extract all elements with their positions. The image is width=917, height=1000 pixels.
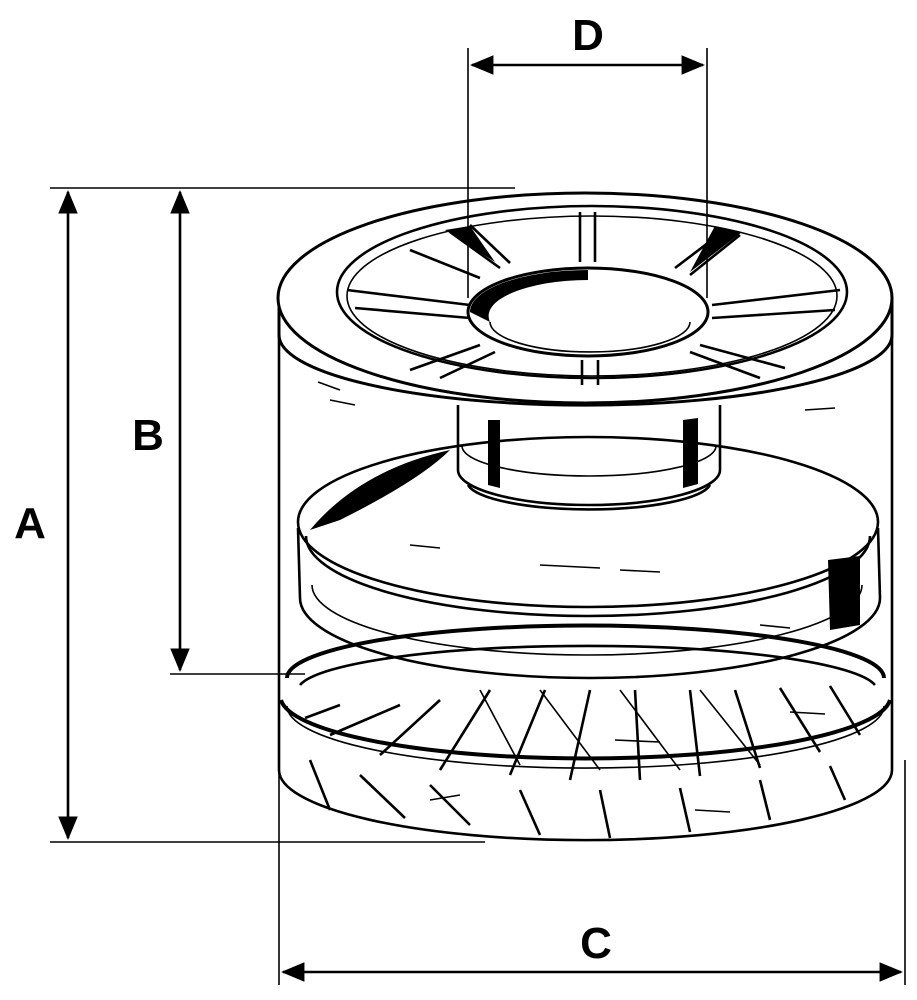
dimension-d-label: D [572,11,604,60]
bottom-vanes [304,685,862,839]
dimension-c-label: C [580,919,612,968]
dimension-b-label: B [132,411,164,460]
inner-tray [296,418,882,680]
dimension-a-label: A [14,499,46,548]
top-cap [276,191,894,407]
texture-marks [317,381,836,813]
center-tube [456,405,722,511]
filter-cartridge [276,191,894,842]
